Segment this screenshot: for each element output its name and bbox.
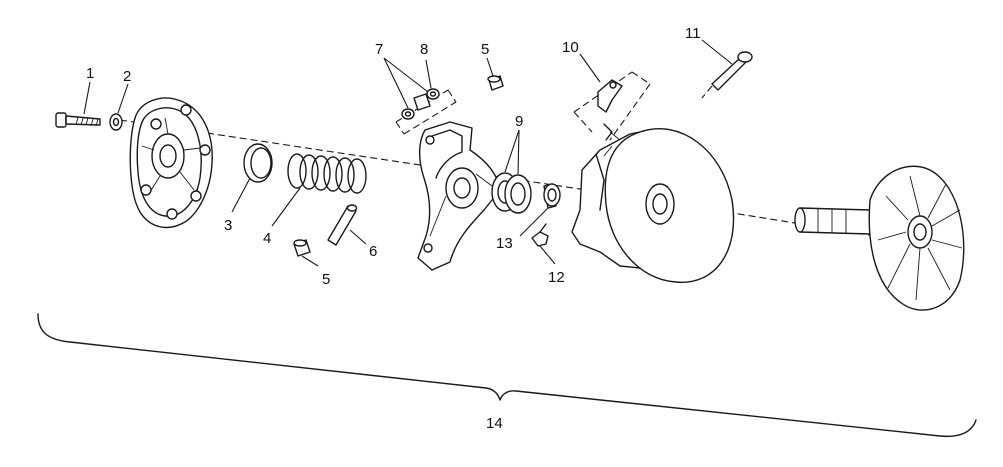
roller-pin: [327, 204, 358, 246]
leader-lines: [83, 39, 733, 267]
callout-9: 9: [515, 113, 523, 130]
bushing-small: [543, 183, 561, 209]
callout-7: 7: [375, 41, 383, 58]
small-screw: [531, 223, 549, 247]
clutch-cover: [129, 97, 213, 229]
callout-10: 10: [562, 39, 579, 56]
callout-5-upper: 5: [481, 41, 489, 58]
washer: [109, 113, 123, 131]
bushing: [243, 143, 273, 183]
moveable-sheave: [571, 128, 735, 283]
callout-labels: 1 2 3 4 5 5 6 7 8 9 13 12 10 11 14: [86, 25, 701, 432]
nut-group: [395, 88, 457, 135]
cam-weight-group: [573, 71, 651, 141]
assembly-brace: [37, 313, 977, 438]
callout-2: 2: [123, 68, 131, 85]
callout-6: 6: [369, 243, 377, 260]
callout-4: 4: [263, 230, 271, 247]
callout-14: 14: [486, 415, 503, 432]
callout-11: 11: [685, 25, 701, 42]
bearing-pair: [491, 172, 532, 214]
callout-13: 13: [496, 235, 513, 252]
fixed-sheave: [794, 165, 965, 311]
callout-5-lower: 5: [322, 271, 330, 288]
long-bolt: [701, 51, 753, 99]
cap-screw: [55, 112, 101, 128]
callout-12: 12: [548, 269, 565, 286]
spider: [417, 121, 501, 271]
roller-upper: [487, 75, 504, 91]
roller-lower: [293, 239, 311, 257]
callout-3: 3: [224, 217, 232, 234]
callout-1: 1: [86, 65, 94, 82]
callout-8: 8: [420, 41, 428, 58]
spring: [287, 153, 367, 194]
